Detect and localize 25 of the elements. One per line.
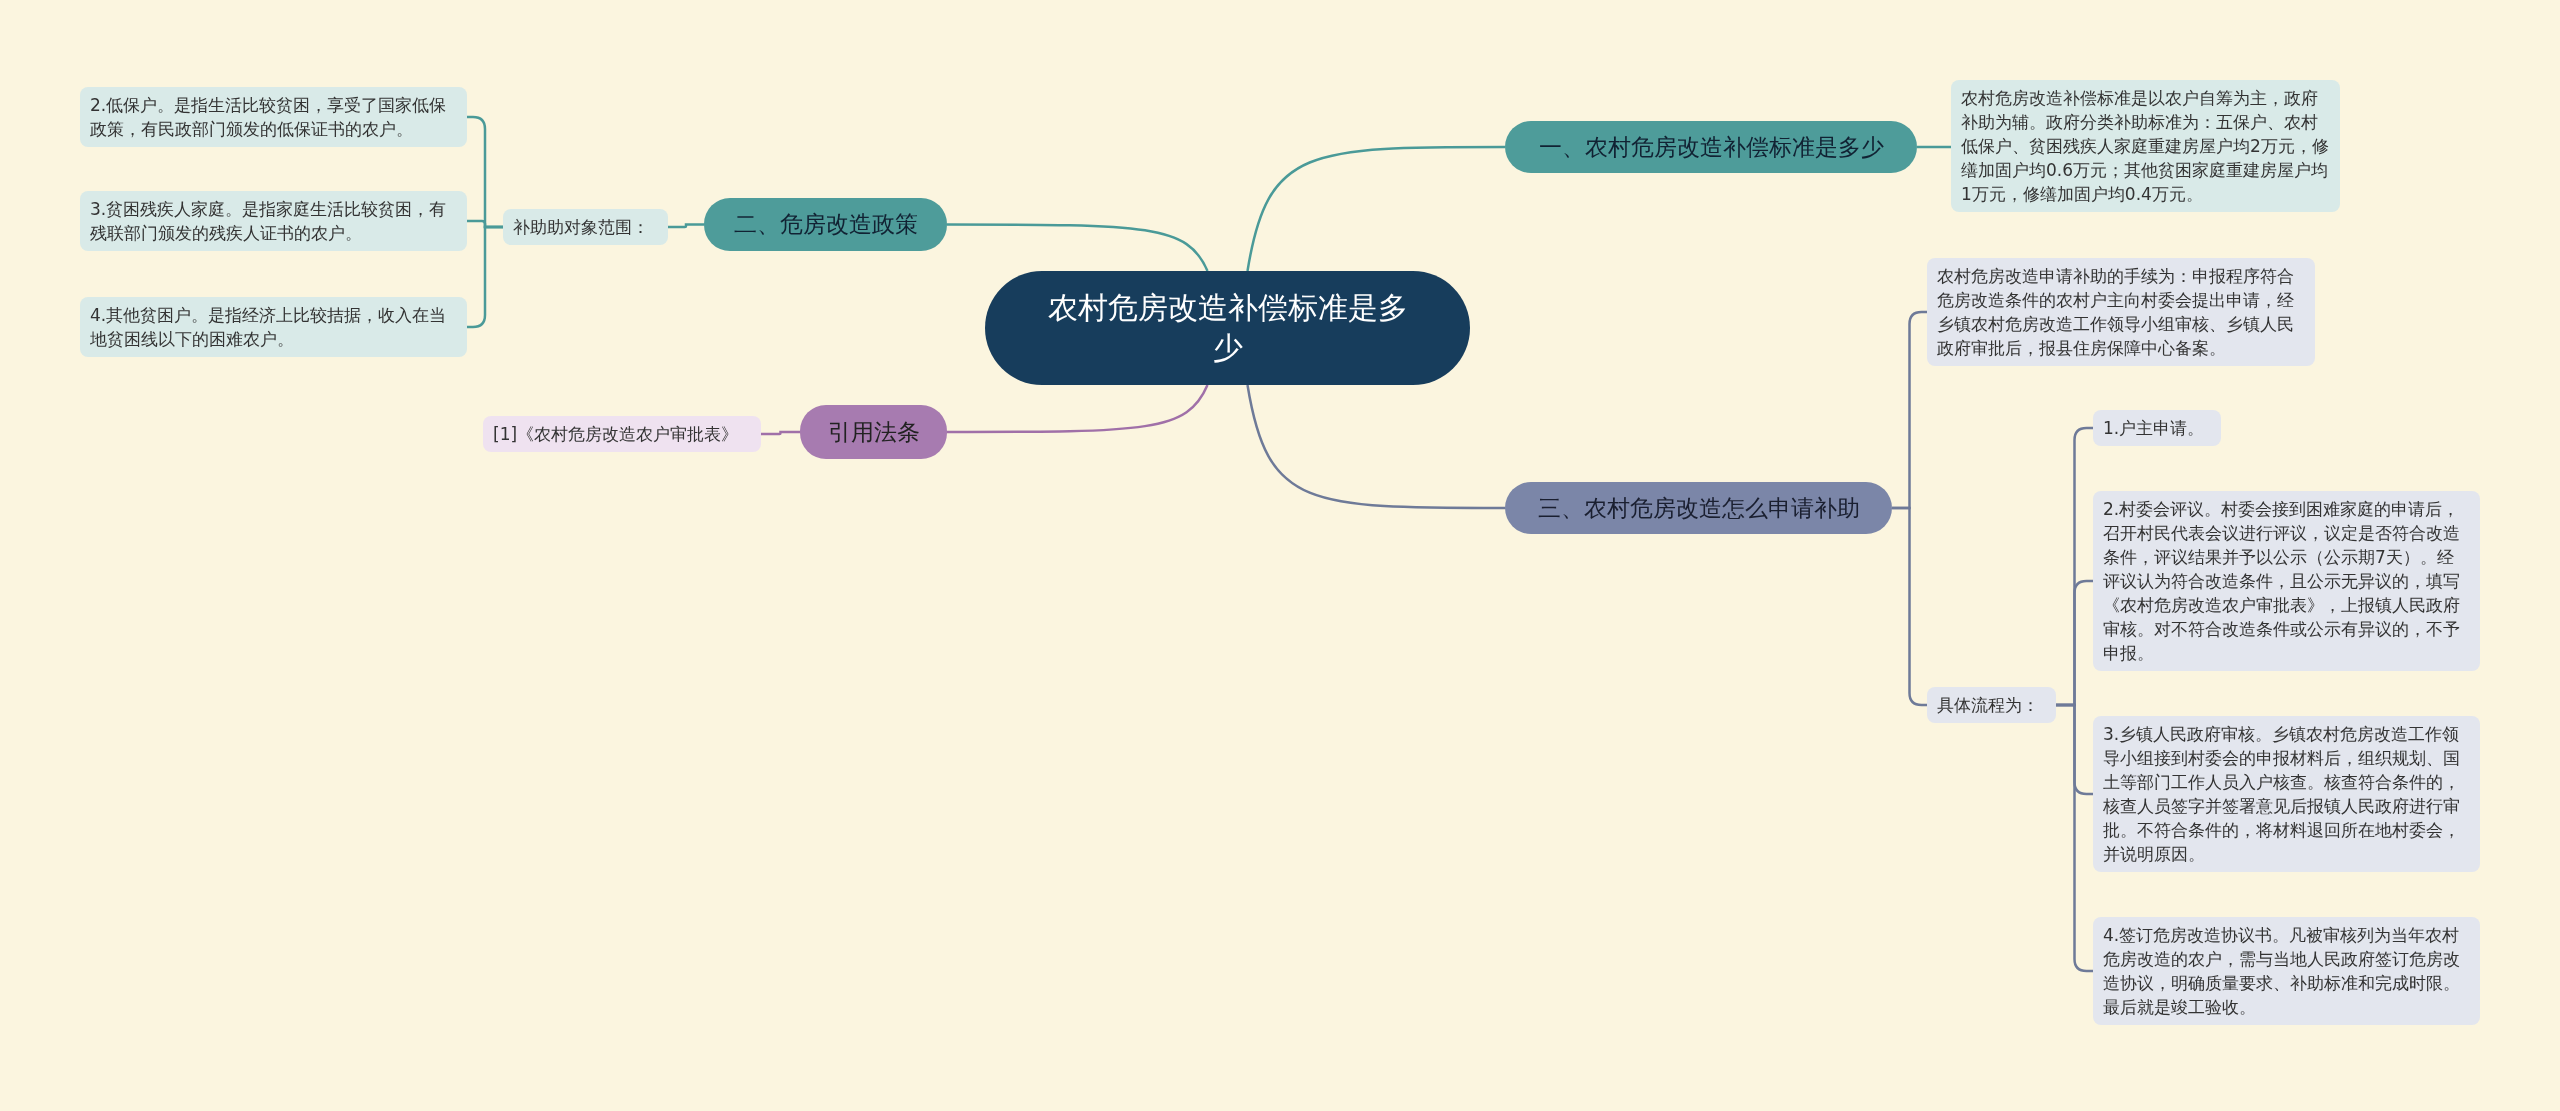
note-box: 具体流程为： [1927, 687, 2056, 723]
connector-line [1246, 384, 1505, 510]
connector-line [1246, 145, 1505, 272]
note-box: 2.低保户。是指生活比较贫困，享受了国家低保政策，有民政部门颁发的低保证书的农户。 [80, 87, 467, 147]
branch-topic-box: 二、危房改造政策 [704, 198, 947, 251]
note-box: 4.签订危房改造协议书。凡被审核列为当年农村危房改造的农户，需与当地人民政府签订危房改造协议，明确质量要求、补助标准和完成时限。最后就是竣工验收。 [2093, 917, 2480, 1025]
branch-topic-box: 三、农村危房改造怎么申请补助 [1505, 482, 1892, 534]
note-box: 农村危房改造申请补助的手续为：申报程序符合危房改造条件的农村户主向村委会提出申请，经乡镇农村危房改造工作领导小组审核、乡镇人民政府审批后，报县住房保障中心备案。 [1927, 258, 2315, 366]
connector-line [668, 223, 704, 229]
note-box: 补助助对象范围： [503, 209, 668, 245]
connector-line [2056, 703, 2093, 973]
connector-line [947, 223, 1209, 272]
note-box: 农村危房改造补偿标准是以农户自筹为主，政府补助为辅。政府分类补助标准为：五保户、农村低保户、贫困残疾人家庭重建房屋户均2万元，修缮加固户均0.6万元；其他贫困家庭重建房屋户均1万元，修缮加固户均0.4万元。 [1951, 80, 2340, 212]
connector-line [761, 430, 800, 436]
note-box: 1.户主申请。 [2093, 410, 2221, 446]
note-box: [1]《农村危房改造农户审批表》 [483, 416, 761, 452]
connector-line [1917, 145, 1951, 149]
central-topic-box: 农村危房改造补偿标准是多少 [985, 271, 1470, 385]
note-box: 2.村委会评议。村委会接到困难家庭的申请后，召开村民代表会议进行评议，议定是否符合改造条件，评议结果并予以公示（公示期7天）。经评议认为符合改造条件，且公示无异议的，填写《农村危房改造农户审批表》，上报镇人民政府审核。对不符合改造条件或公示有异议的，不予申报。 [2093, 491, 2480, 671]
note-box: 3.贫困残疾人家庭。是指家庭生活比较贫困，有残联部门颁发的残疾人证书的农户。 [80, 191, 467, 251]
connector-line [947, 384, 1209, 434]
branch-topic-box: 引用法条 [800, 405, 947, 459]
note-box: 4.其他贫困户。是指经济上比较拮据，收入在当地贫困线以下的困难农户。 [80, 297, 467, 357]
branch-topic-box: 一、农村危房改造补偿标准是多少 [1505, 121, 1917, 173]
note-box: 3.乡镇人民政府审核。乡镇农村危房改造工作领导小组接到村委会的申报材料后，组织规划、国土等部门工作人员入户核查。核查符合条件的，核查人员签字并签署意见后报镇人民政府进行审批。不符合条件的，将材料退回所在地村委会，并说明原因。 [2093, 716, 2480, 872]
